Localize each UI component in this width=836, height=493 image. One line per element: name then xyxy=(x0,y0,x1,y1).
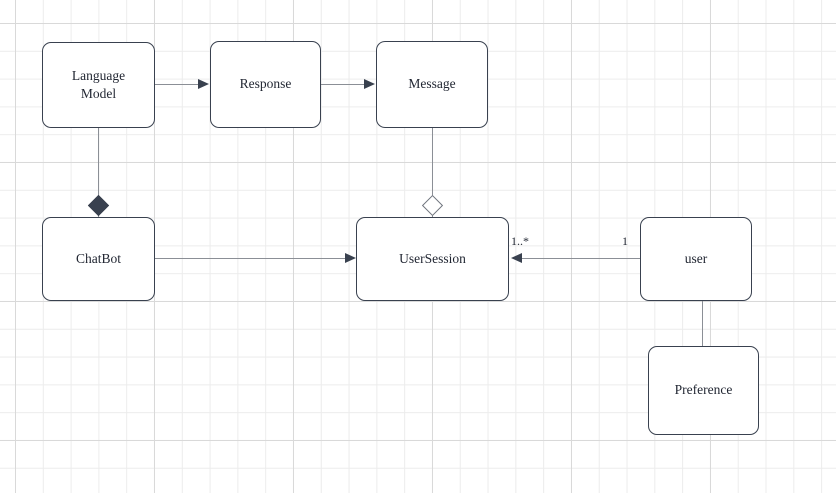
node-label-usersession: UserSession xyxy=(399,250,466,266)
arrowhead-user-to-usersession xyxy=(511,252,522,263)
node-label-chatbot: ChatBot xyxy=(75,250,121,266)
edge-user-to-usersession[interactable] xyxy=(521,258,641,260)
node-preference[interactable]: Preference xyxy=(648,346,759,435)
composition-diamond-chatbot xyxy=(87,194,110,217)
multiplicity-usersession-end: 1..* xyxy=(511,234,529,248)
edge-language-model-to-response[interactable] xyxy=(155,84,200,86)
edge-user-to-preference[interactable] xyxy=(702,301,704,347)
arrowhead-response-to-message xyxy=(364,78,375,89)
node-user[interactable]: user xyxy=(640,217,752,301)
node-chatbot[interactable]: ChatBot xyxy=(42,217,155,301)
edge-response-to-message[interactable] xyxy=(321,84,366,86)
multiplicity-user-end: 1 xyxy=(622,234,628,248)
arrowhead-chatbot-to-usersession xyxy=(345,252,356,263)
node-label-language-model: Language Model xyxy=(71,67,126,101)
aggregation-diamond-usersession xyxy=(421,194,444,217)
node-message[interactable]: Message xyxy=(376,41,488,128)
edge-chatbot-to-usersession[interactable] xyxy=(155,258,347,260)
edge-message-to-usersession[interactable] xyxy=(432,128,434,218)
node-language-model[interactable]: Language Model xyxy=(42,42,155,128)
arrowhead-language-model-to-response xyxy=(198,78,209,89)
node-label-response: Response xyxy=(239,76,292,92)
node-label-preference: Preference xyxy=(674,382,733,398)
node-usersession[interactable]: UserSession xyxy=(356,217,509,301)
node-response[interactable]: Response xyxy=(210,41,321,128)
edge-language-model-to-chatbot[interactable] xyxy=(98,128,100,218)
node-label-message: Message xyxy=(408,76,456,92)
node-label-user: user xyxy=(684,250,708,266)
